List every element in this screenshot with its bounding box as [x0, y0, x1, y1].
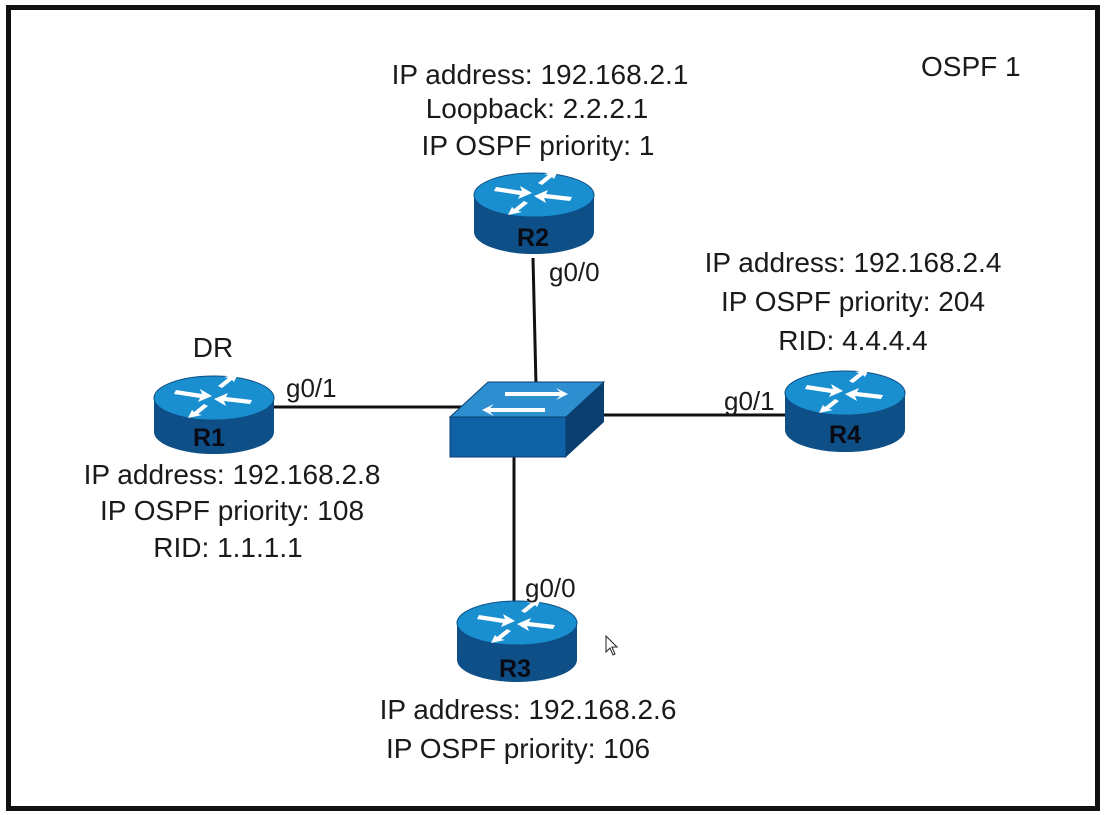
router-r3-icon[interactable] [456, 599, 578, 682]
router-r2-name: R2 [517, 224, 549, 252]
r4-port-label: g0/1 [724, 386, 775, 416]
ospf-process-label: OSPF 1 [921, 51, 1021, 82]
r1-port-label: g0/1 [286, 373, 337, 403]
router-r3-name: R3 [499, 655, 531, 683]
r1-dr-label: DR [193, 332, 233, 363]
r3-ospf-priority: IP OSPF priority: 106 [386, 733, 650, 764]
link-r2-switch [531, 257, 538, 386]
r2-ip-address: IP address: 192.168.2.1 [392, 59, 689, 90]
mouse-cursor-icon [605, 634, 619, 656]
r2-port-label: g0/0 [549, 257, 600, 287]
r3-ip-address: IP address: 192.168.2.6 [380, 694, 677, 725]
r3-port-label: g0/0 [525, 573, 576, 603]
r1-ospf-priority: IP OSPF priority: 108 [100, 495, 364, 526]
r4-rid: RID: 4.4.4.4 [778, 325, 927, 356]
router-r2-icon[interactable] [473, 171, 595, 254]
r1-ip-address: IP address: 192.168.2.8 [84, 459, 381, 490]
r4-ip-address: IP address: 192.168.2.4 [705, 247, 1002, 278]
r4-ospf-priority: IP OSPF priority: 204 [721, 286, 985, 317]
r2-ospf-priority: IP OSPF priority: 1 [422, 130, 655, 161]
router-r1-name: R1 [193, 424, 225, 452]
switch-icon[interactable] [448, 381, 606, 458]
router-r4-icon[interactable] [784, 369, 906, 452]
router-r1-icon[interactable] [153, 374, 275, 454]
r2-loopback: Loopback: 2.2.2.1 [426, 93, 649, 124]
r1-rid: RID: 1.1.1.1 [153, 532, 302, 563]
router-r4-name: R4 [829, 421, 861, 449]
